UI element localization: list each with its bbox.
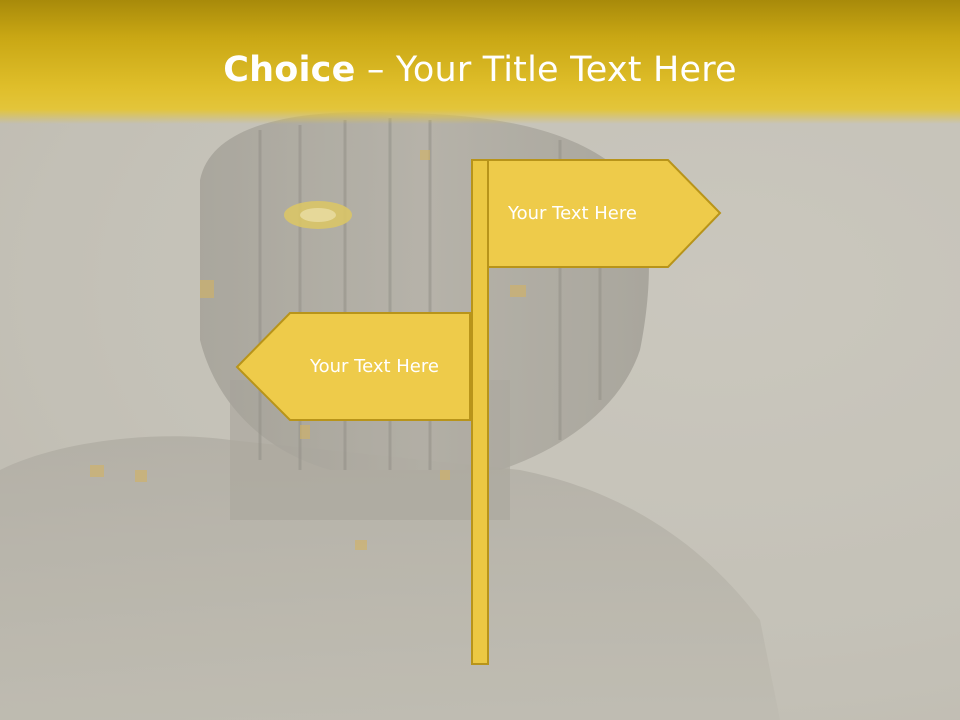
- title-bar: [0, 0, 960, 124]
- title-rest-text: – Your Title Text Here: [355, 50, 737, 90]
- sign-arrow-right: [487, 159, 722, 268]
- signpost-pole: [471, 159, 489, 665]
- right-sign-text[interactable]: Your Text Here: [508, 203, 637, 224]
- slide-title: Choice – Your Title Text Here: [0, 50, 960, 90]
- sign-arrow-left: [235, 312, 471, 421]
- title-bold-word: Choice: [223, 50, 356, 90]
- left-sign-text[interactable]: Your Text Here: [310, 356, 439, 377]
